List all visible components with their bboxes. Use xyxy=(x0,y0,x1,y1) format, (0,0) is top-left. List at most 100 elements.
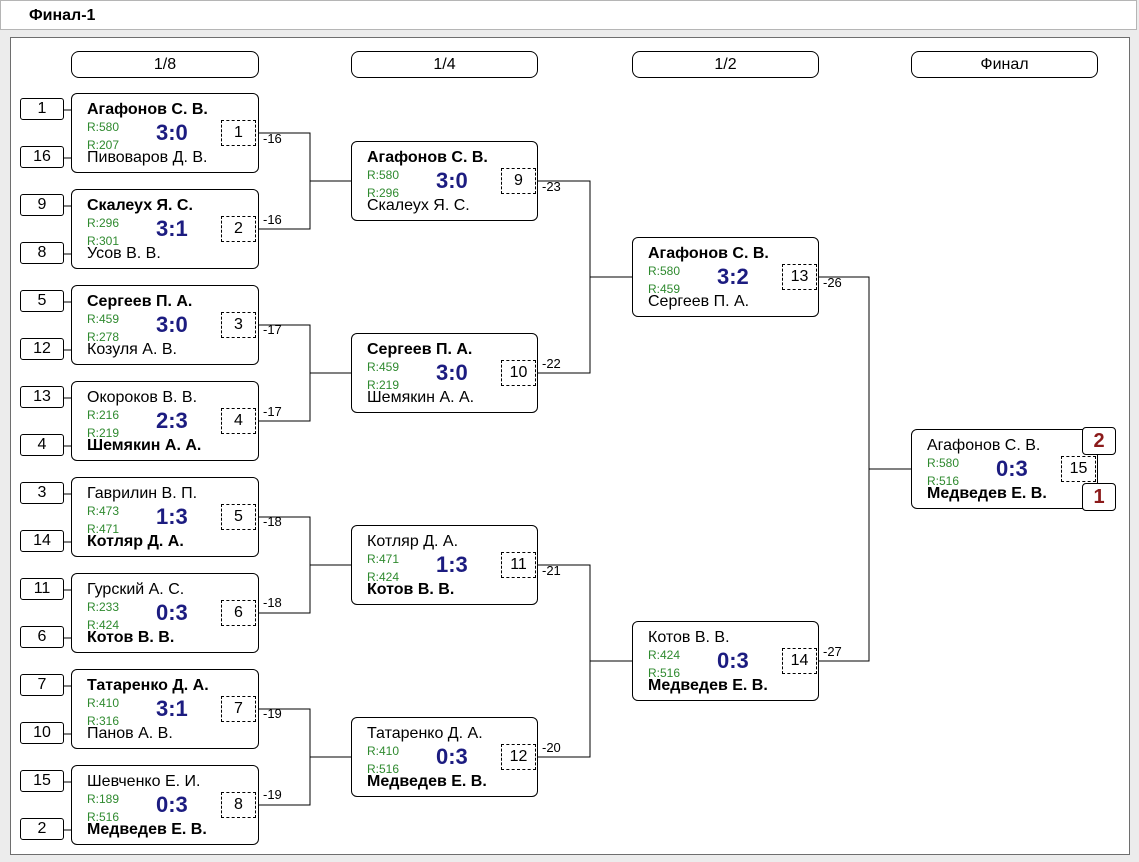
player1-rating: R:580 xyxy=(87,120,120,134)
player1-name: Скалеух Я. С. xyxy=(87,197,193,214)
player1-name: Гаврилин В. П. xyxy=(87,485,198,502)
match-card-11[interactable]: Котляр Д. А. R:471 1:3 11 R:424 Котов В.… xyxy=(351,525,538,605)
match-number: 13 xyxy=(782,264,817,290)
match-score: 3:1 xyxy=(156,216,188,241)
match-number: 7 xyxy=(221,696,256,722)
match-score: 0:3 xyxy=(156,600,188,625)
player2-rating: R:301 xyxy=(87,234,120,248)
match-card-2[interactable]: Скалеух Я. С. R:296 3:1 2 R:301 Усов В. … xyxy=(71,189,259,269)
player2-rating: R:296 xyxy=(367,186,400,200)
match-number: 10 xyxy=(501,360,536,386)
match-card-9[interactable]: Агафонов С. В. R:580 3:0 9 R:296 Скалеух… xyxy=(351,141,538,221)
round-header-1-4: 1/4 xyxy=(351,51,538,78)
final-place-badge: 2 xyxy=(1082,427,1116,455)
match-score: 3:0 xyxy=(436,168,468,193)
seed-box: 10 xyxy=(20,722,64,744)
player2-name: Котляр Д. А. xyxy=(87,533,184,550)
player1-name: Татаренко Д. А. xyxy=(367,725,483,742)
player1-rating: R:459 xyxy=(367,360,400,374)
match-score: 2:3 xyxy=(156,408,188,433)
player1-rating: R:189 xyxy=(87,792,120,806)
match-card-12[interactable]: Татаренко Д. А. R:410 0:3 12 R:516 Медве… xyxy=(351,717,538,797)
player2-name: Шемякин А. А. xyxy=(367,389,475,406)
player2-rating: R:424 xyxy=(367,570,400,584)
match-card-10[interactable]: Сергеев П. А. R:459 3:0 10 R:219 Шемякин… xyxy=(351,333,538,413)
match-number: 15 xyxy=(1061,456,1096,482)
player2-rating: R:278 xyxy=(87,330,120,344)
loser-place-label: -19 xyxy=(263,787,282,802)
match-card-final[interactable]: Агафонов С. В. R:580 0:3 15 R:516 Медвед… xyxy=(911,429,1098,509)
player2-name: Медведев Е. В. xyxy=(367,773,487,790)
loser-place-label: -16 xyxy=(263,212,282,227)
player2-name: Медведев Е. В. xyxy=(927,485,1047,502)
match-card-8[interactable]: Шевченко Е. И. R:189 0:3 8 R:516 Медведе… xyxy=(71,765,259,845)
match-card-13[interactable]: Агафонов С. В. R:580 3:2 13 R:459 Сергее… xyxy=(632,237,819,317)
player2-rating: R:219 xyxy=(367,378,400,392)
player2-rating: R:459 xyxy=(648,282,681,296)
seed-box: 7 xyxy=(20,674,64,696)
player2-name: Козуля А. В. xyxy=(87,341,177,358)
player1-name: Агафонов С. В. xyxy=(367,149,488,166)
player2-rating: R:516 xyxy=(927,474,960,488)
player1-rating: R:580 xyxy=(648,264,681,278)
loser-place-label: -23 xyxy=(542,179,561,194)
loser-place-label: -17 xyxy=(263,322,282,337)
final-place-badge: 1 xyxy=(1082,483,1116,511)
player2-rating: R:471 xyxy=(87,522,120,536)
match-score: 0:3 xyxy=(436,744,468,769)
player1-name: Агафонов С. В. xyxy=(648,245,769,262)
match-card-3[interactable]: Сергеев П. А. R:459 3:0 3 R:278 Козуля А… xyxy=(71,285,259,365)
seed-box: 9 xyxy=(20,194,64,216)
seed-box: 13 xyxy=(20,386,64,408)
match-number: 8 xyxy=(221,792,256,818)
player2-name: Скалеух Я. С. xyxy=(367,197,470,214)
seed-box: 6 xyxy=(20,626,64,648)
match-score: 0:3 xyxy=(996,456,1028,481)
player2-name: Сергеев П. А. xyxy=(648,293,750,310)
round-header-1-2: 1/2 xyxy=(632,51,819,78)
seed-box: 2 xyxy=(20,818,64,840)
player2-name: Панов А. В. xyxy=(87,725,173,742)
player1-rating: R:233 xyxy=(87,600,120,614)
match-card-4[interactable]: Окороков В. В. R:216 2:3 4 R:219 Шемякин… xyxy=(71,381,259,461)
seed-box: 14 xyxy=(20,530,64,552)
player1-name: Котов В. В. xyxy=(648,629,730,646)
match-card-14[interactable]: Котов В. В. R:424 0:3 14 R:516 Медведев … xyxy=(632,621,819,701)
match-score: 0:3 xyxy=(717,648,749,673)
player1-name: Агафонов С. В. xyxy=(87,101,208,118)
match-card-1[interactable]: Агафонов С. В. R:580 3:0 1 R:207 Пивовар… xyxy=(71,93,259,173)
match-score: 3:0 xyxy=(156,120,188,145)
player1-name: Сергеев П. А. xyxy=(87,293,193,310)
player1-rating: R:216 xyxy=(87,408,120,422)
player1-name: Сергеев П. А. xyxy=(367,341,473,358)
match-number: 5 xyxy=(221,504,256,530)
seed-box: 12 xyxy=(20,338,64,360)
match-card-6[interactable]: Гурский А. С. R:233 0:3 6 R:424 Котов В.… xyxy=(71,573,259,653)
loser-place-label: -19 xyxy=(263,706,282,721)
loser-place-label: -22 xyxy=(542,356,561,371)
player2-name: Пивоваров Д. В. xyxy=(87,149,208,166)
match-score: 1:3 xyxy=(156,504,188,529)
match-number: 3 xyxy=(221,312,256,338)
loser-place-label: -20 xyxy=(542,740,561,755)
player1-rating: R:296 xyxy=(87,216,120,230)
player1-name: Котляр Д. А. xyxy=(367,533,459,550)
player2-name: Шемякин А. А. xyxy=(87,437,202,454)
match-number: 1 xyxy=(221,120,256,146)
match-score: 3:0 xyxy=(436,360,468,385)
player1-rating: R:473 xyxy=(87,504,120,518)
match-number: 2 xyxy=(221,216,256,242)
match-score: 3:0 xyxy=(156,312,188,337)
player2-rating: R:424 xyxy=(87,618,120,632)
window-title-bar: Финал-1 xyxy=(0,0,1137,30)
player2-rating: R:516 xyxy=(367,762,400,776)
match-score: 3:1 xyxy=(156,696,188,721)
seed-box: 15 xyxy=(20,770,64,792)
match-card-5[interactable]: Гаврилин В. П. R:473 1:3 5 R:471 Котляр … xyxy=(71,477,259,557)
match-card-7[interactable]: Татаренко Д. А. R:410 3:1 7 R:316 Панов … xyxy=(71,669,259,749)
match-number: 4 xyxy=(221,408,256,434)
seed-box: 1 xyxy=(20,98,64,120)
player1-rating: R:459 xyxy=(87,312,120,326)
seed-box: 11 xyxy=(20,578,64,600)
